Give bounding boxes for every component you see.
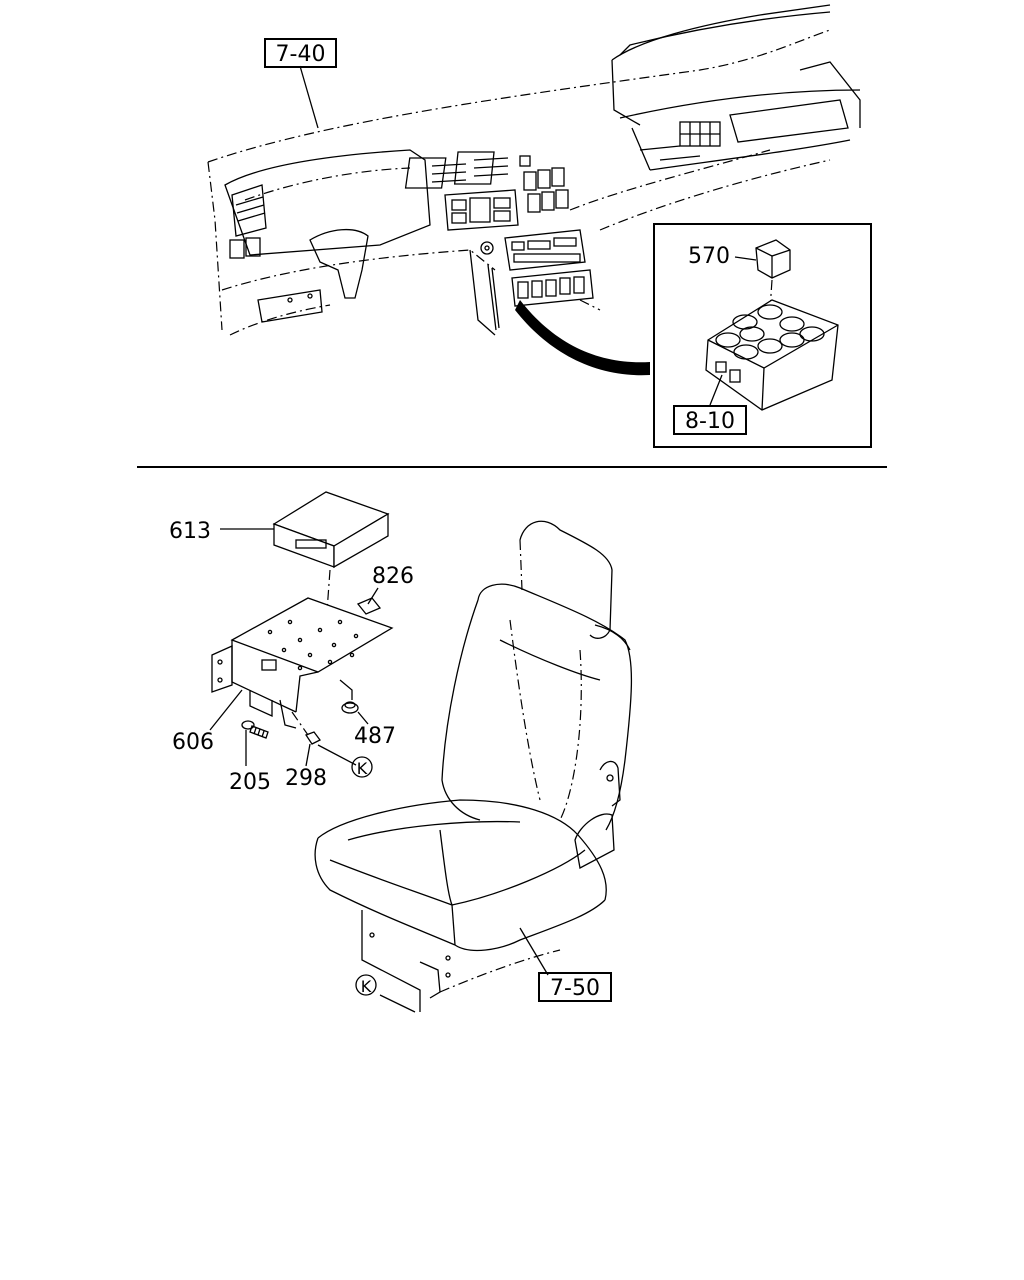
part-label-487: 487: [354, 724, 396, 749]
marker-k-top: K: [351, 756, 373, 778]
part-label-205: 205: [229, 770, 271, 795]
relay-570-illustration: [755, 239, 791, 279]
bolt-205-illustration: [241, 720, 269, 739]
grommet-487-illustration: [341, 701, 359, 714]
nut-298-illustration: [305, 731, 321, 745]
marker-k-top-label: K: [357, 759, 368, 778]
relay-block-illustration: [705, 299, 839, 411]
part-label-613: 613: [169, 519, 211, 544]
relay-inset: 8-10 570: [653, 223, 872, 448]
part-label-606: 606: [172, 730, 214, 755]
ref-box-7-40: 7-40: [264, 38, 337, 68]
ref-box-7-50: 7-50: [538, 972, 612, 1002]
control-unit-613-illustration: [272, 491, 390, 569]
dashboard-illustration: [207, 4, 861, 376]
seat-illustration: K: [314, 520, 633, 1013]
marker-k-bottom-label: K: [361, 977, 372, 996]
part-label-826: 826: [372, 564, 414, 589]
ref-label-7-40: 7-40: [276, 42, 326, 67]
part-label-298: 298: [285, 766, 327, 791]
part-label-570: 570: [688, 244, 730, 269]
ref-label-8-10: 8-10: [685, 409, 735, 434]
marker-k-bottom: K: [355, 974, 377, 996]
bracket-holes: [267, 619, 359, 671]
ref-label-7-50: 7-50: [550, 976, 600, 1001]
control-unit-assembly: K 613 826 606 487 205 298: [169, 491, 414, 795]
bracket-606-illustration: [211, 597, 394, 729]
